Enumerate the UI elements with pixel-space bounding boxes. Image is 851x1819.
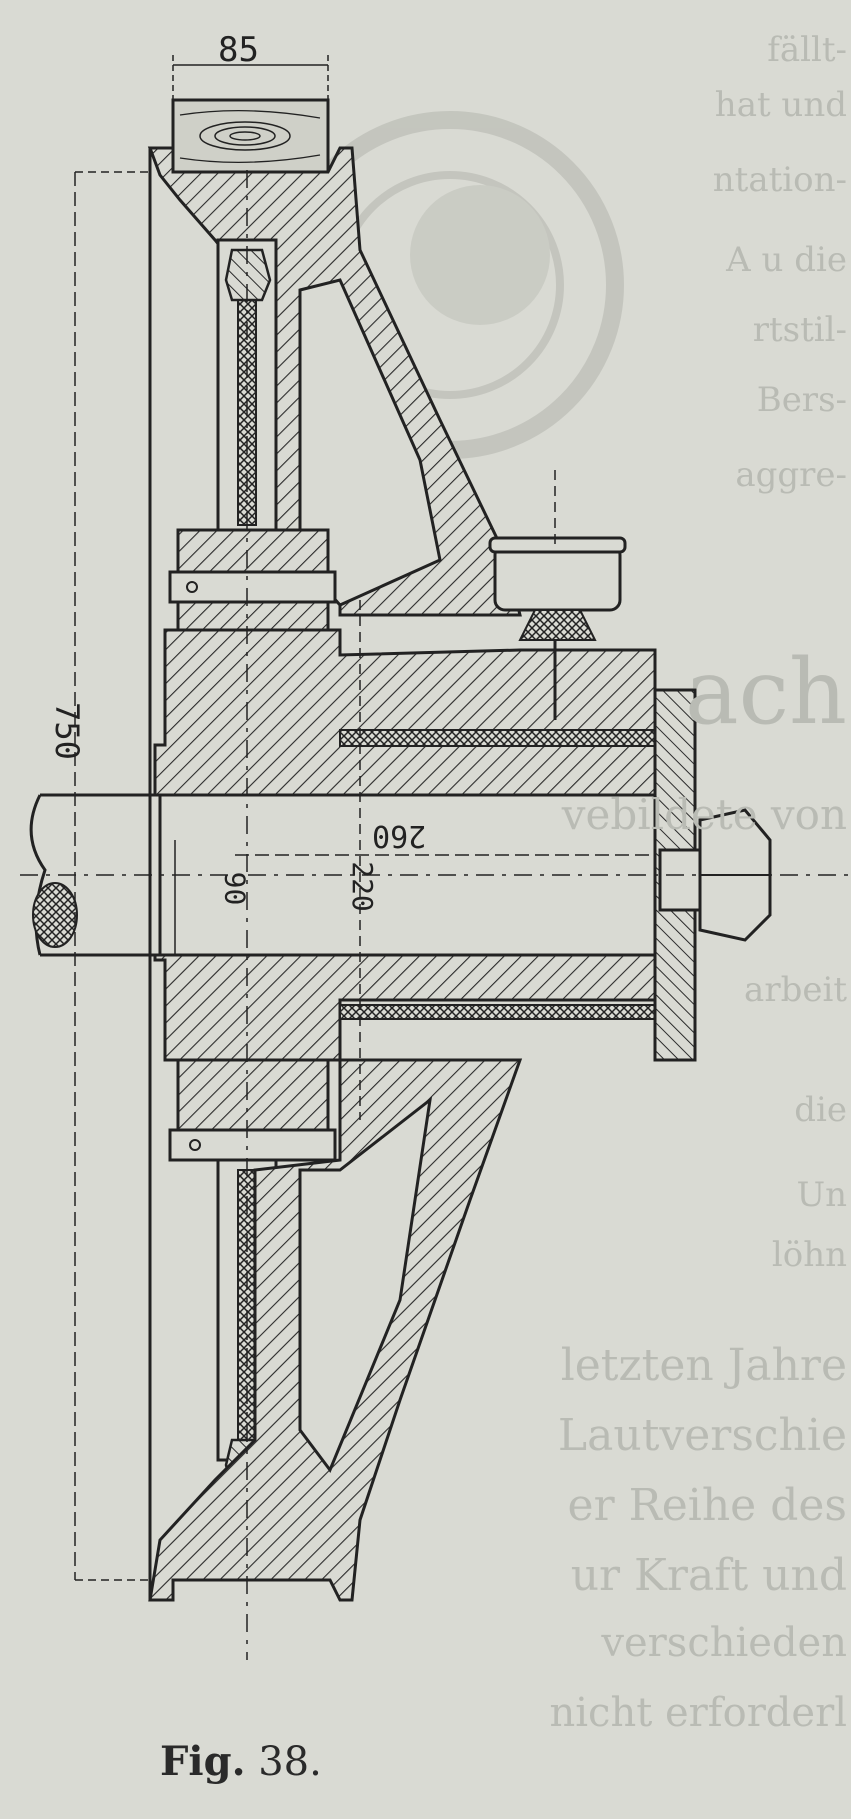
bleed-line: löhn <box>771 1235 847 1275</box>
dim-outer-diameter: 750 <box>47 702 86 760</box>
bleed-line: fällt- <box>767 30 847 70</box>
bleed-line: ur Kraft und <box>570 1550 847 1601</box>
dim-rim-width: 85 <box>218 30 259 70</box>
bleed-line: arbeit <box>744 970 847 1010</box>
bleed-line: Lautverschie <box>557 1410 847 1461</box>
dimension-lines <box>74 55 655 1581</box>
bleed-line: aggre- <box>735 455 847 495</box>
bleed-line: letzten Jahre <box>560 1340 847 1391</box>
bleed-line: rtstil- <box>752 310 847 350</box>
bleed-line: ntation- <box>712 160 847 200</box>
bleed-line: die <box>794 1090 847 1130</box>
bleed-line: hat und <box>714 85 847 125</box>
bleed-line: A u die <box>726 240 847 280</box>
upper-bolt <box>168 570 337 604</box>
oil-cup <box>488 536 627 720</box>
figure-caption: Fig. 38. <box>160 1738 322 1785</box>
bleed-line: Bers- <box>756 380 847 420</box>
bleed-line: verschieden <box>601 1620 847 1666</box>
lower-bolt <box>168 1128 337 1162</box>
dim-hub-bore: 260 <box>372 818 427 853</box>
bleed-line: vebildete von <box>561 790 847 839</box>
dim-hub: 220 <box>345 861 379 912</box>
bleed-line: Un <box>796 1175 847 1215</box>
wood-rim-block <box>171 98 330 174</box>
bleed-line: nicht erforderl <box>549 1690 848 1736</box>
bleed-line: ach <box>684 640 847 745</box>
bleed-line: er Reihe des <box>567 1480 847 1531</box>
caption-label: Fig. <box>160 1738 246 1785</box>
dim-shaft: 90 <box>218 871 252 906</box>
caption-number: 38. <box>258 1739 322 1785</box>
